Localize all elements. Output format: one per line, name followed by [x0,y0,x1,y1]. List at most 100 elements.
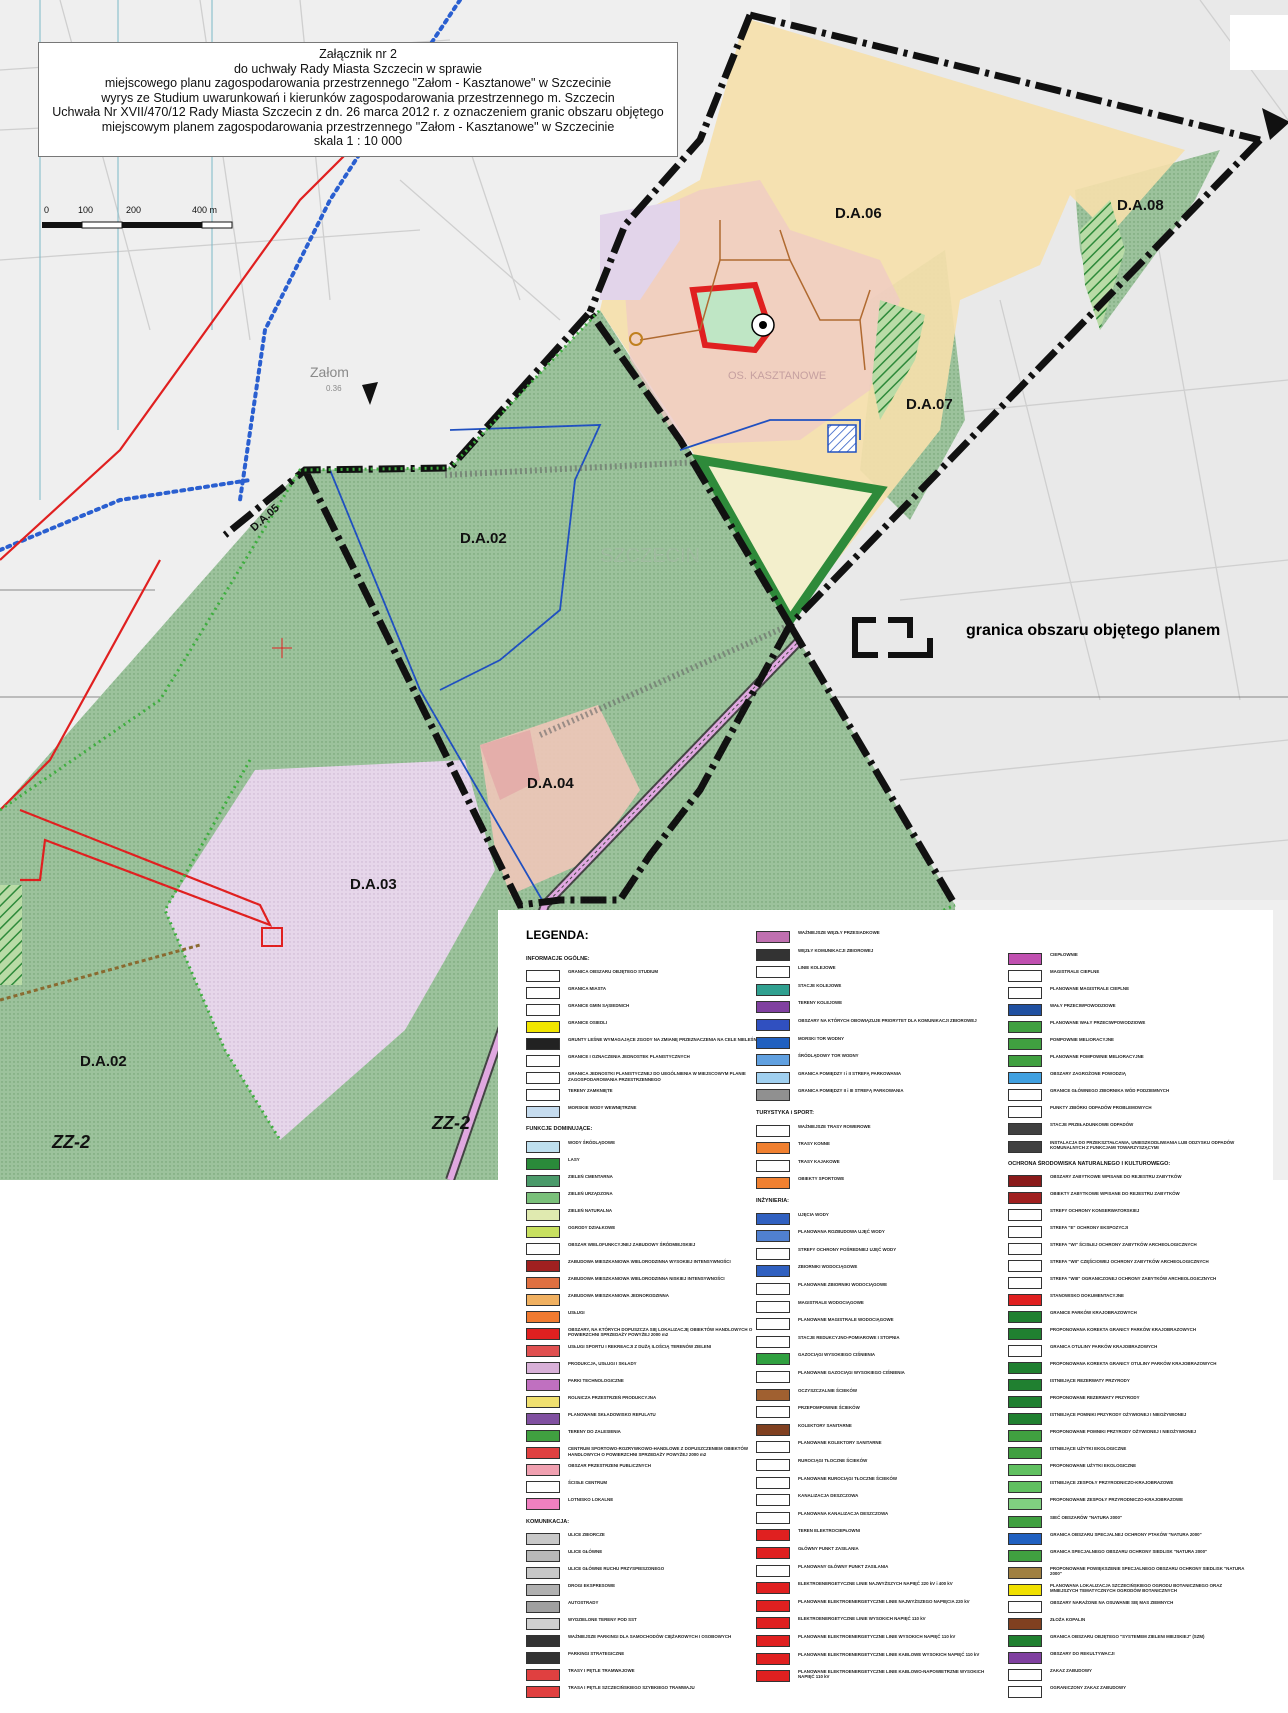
legend-label: ISTNIEJĄCE REZERWATY PRZYRODY [1050,1378,1130,1384]
legend-item: GRANICA OTULINY PARKÓW KRAJOBRAZOWYCH [1008,1344,1256,1360]
legend-swatch [1008,1174,1042,1187]
legend-label: OBSZARY ZAGROŻONE POWODZIĄ [1050,1071,1126,1077]
legend-label: CIEPŁOWNIE [1050,952,1078,957]
legend-item: PLANOWANA LOKALIZACJA SZCZECIŃSKIEGO OGR… [1008,1583,1256,1599]
legend-swatch [1008,1447,1042,1460]
legend-item: STACJE KOLEJOWE [756,983,1004,999]
legend-item: GRANICA OBSZARU SPECJALNEJ OCHRONY PTAKÓ… [1008,1532,1256,1548]
legend-label: STACJE KOLEJOWE [798,982,842,988]
legend-item: STREFA "E" OCHRONY EKSPOZYCJI [1008,1225,1256,1241]
legend-swatch [526,1021,560,1034]
legend-swatch [756,1247,790,1260]
legend-swatch [1008,1191,1042,1204]
legend-swatch [526,1430,560,1443]
legend-item: WYDZIELONE TERENY POD SST [526,1617,774,1633]
legend-item: KOLEKTORY SANITARNE [756,1423,1004,1439]
legend-label: ZAKAZ ZABUDOWY [1050,1667,1092,1673]
legend-label: MORSKI TOR WODNY [798,1035,845,1041]
legend-item: OBSZARY, NA KTÓRYCH DOPUSZCZA SIĘ LOKALI… [526,1327,774,1343]
legend-label: POMPOWNIE MELIORACYJNE [1050,1037,1114,1043]
legend-swatch [756,1318,790,1331]
legend-item: STREFY OCHRONY KONSERWATORSKIEJ [1008,1208,1256,1224]
legend-item: GRANICE GŁÓWNEGO ZBIORNIKA WÓD PODZIEMNY… [1008,1088,1256,1104]
legend-label: PLANOWANE MAGISTRALE WODOCIĄGOWE [798,1317,894,1323]
legend-swatch [756,948,790,961]
plan-boundary-north [586,13,754,314]
legend-swatch [756,1177,790,1190]
legend-swatch [526,1362,560,1375]
legend-item: OBSZARY ZAGROŻONE POWODZIĄ [1008,1071,1256,1087]
legend-item: STACJE PRZEŁADUNKOWE ODPADÓW [1008,1122,1256,1138]
legend-swatch [526,1532,560,1545]
legend-label: STREFY OCHRONY POŚREDNIEJ UJĘĆ WODY [798,1246,897,1252]
legend-section-heading: FUNKCJE DOMINUJĄCE: [526,1126,593,1133]
legend-label: PROPONOWANE REZERWATY PRZYRODY [1050,1395,1140,1401]
legend-item: WAŻNIEJSZE PARKINGI DLA SAMOCHODÓW CIĘŻA… [526,1634,774,1650]
legend-swatch [1008,987,1042,1000]
legend-label: OGRANICZONY ZAKAZ ZABUDOWY [1050,1684,1127,1690]
legend-label: UJĘCIA WODY [798,1211,829,1217]
legend-swatch [1008,1362,1042,1375]
legend-label: GRANICA SPECJALNEGO OBSZARU OCHRONY SIED… [1050,1548,1208,1554]
legend-item: ZABUDOWA MIESZKANIOWA JEDNORODZINNA [526,1293,774,1309]
zone-hatched-da08 [1080,200,1125,330]
legend-swatch [1008,1532,1042,1545]
legend-swatch [526,1634,560,1647]
legend-item: PLANOWANY GŁÓWNY PUNKT ZASILANIA [756,1564,1004,1580]
legend-item: PLANOWANE ELEKTROENERGETYCZNE LINIE KABL… [756,1652,1004,1668]
legend-label: ELEKTROENERGETYCZNE LINIE NAJWYŻSZYCH NA… [798,1581,953,1587]
legend-label: KOLEKTORY SANITARNE [798,1422,852,1428]
legend-label: LINIE KOLEJOWE [798,965,836,971]
legend-label: STACJE PRZEŁADUNKOWE ODPADÓW [1050,1122,1134,1128]
zone-da04-inner [480,730,540,800]
legend-item: WAŁY PRZECIWPOWODZIOWE [1008,1003,1256,1019]
legend-item: MAGISTRALE WODOCIĄGOWE [756,1300,1004,1316]
legend-swatch [756,1617,790,1630]
legend-item: CENTRUM SPORTOWO-ROZRYWKOWO-HANDLOWE Z D… [526,1446,774,1462]
legend-label: TRASY KAJAKOWE [798,1158,840,1164]
legend-item: GRANICE I OZNACZENIA JEDNOSTEK PLANISTYC… [526,1054,774,1070]
place-label-szczecin: SZCZECIN [600,545,700,567]
legend-label: INSTALACJA DO PRZEKSZTAŁCANIA, UNIESZKOD… [1050,1139,1235,1150]
legend-label: LASY [568,1156,580,1162]
legend-swatch [1008,1310,1042,1323]
legend-section-heading: OCHRONA ŚRODOWISKA NATURALNEGO I KULTURO… [1008,1160,1171,1167]
scale-tick-400: 400 m [192,205,218,215]
legend-item: KANALIZACJA DESZCZOWA [756,1493,1004,1509]
legend-swatch [1008,1259,1042,1272]
legend-label: GŁÓWNY PUNKT ZASILANIA [798,1546,859,1551]
legend-label: ZABUDOWA MIESZKANIOWA JEDNORODZINNA [568,1292,669,1298]
legend-label: STREFA "WI" ŚCISŁEJ OCHRONY ZABYTKÓW ARC… [1050,1241,1197,1247]
legend-item: AUTOSTRADY [526,1600,774,1616]
title-line-3: miejscowego planu zagospodarowania przes… [104,76,612,90]
legend-swatch [526,1191,560,1204]
legend-swatch [526,1600,560,1613]
legend-label: OBIEKTY ZABYTKOWE WPISANE DO REJESTRU ZA… [1050,1190,1180,1196]
legend-swatch [756,1019,790,1031]
legend-item: PLANOWANE WAŁY PRZECIWPOWODZIOWE [1008,1020,1256,1036]
legend-swatch [756,1406,790,1419]
legend-swatch [756,1265,790,1278]
legend-swatch [526,1447,560,1460]
legend-item: TEREN ELEKTROCIEPŁOWNI [756,1528,1004,1544]
legend-label: PLANOWANE ELEKTROENERGETYCZNE LINIE WYSO… [798,1634,956,1639]
legend-item: ISTNIEJĄCE REZERWATY PRZYRODY [1008,1378,1256,1394]
legend-swatch [1008,1123,1042,1136]
legend-item: PLANOWANE ZBIORNIKI WODOCIĄGOWE [756,1282,1004,1298]
legend-label: TRASA I PĘTLE SZCZECIŃSKIEGO SZYBKIEGO T… [568,1684,695,1690]
legend-label: STREFA "WIII" OGRANICZONEJ OCHRONY ZABYT… [1050,1275,1217,1281]
legend-item: ISTNIEJĄCE ZESPOŁY PRZYRODNICZO-KRAJOBRA… [1008,1480,1256,1496]
boundary-sample-icon [852,617,933,658]
zone-hatched-left [0,885,22,985]
legend-swatch [756,1036,790,1049]
zone-label-da02: D.A.02 [460,530,507,547]
legend-swatch [526,1055,560,1068]
legend-swatch [1008,1089,1042,1102]
legend-label: ULICE GŁÓWNE RUCHU PRZYSPIESZONEGO [568,1565,665,1571]
legend-label: PLANOWANE MAGISTRALE CIEPLNE [1050,986,1130,992]
legend-item: RUROCIĄGI TŁOCZNE ŚCIEKÓW [756,1458,1004,1474]
legend-label: STANOWISKO DOKUMENTACYJNE [1050,1292,1124,1298]
legend-item: STREFA "WIII" OGRANICZONEJ OCHRONY ZABYT… [1008,1276,1256,1292]
legend-swatch [1008,1481,1042,1494]
legend-item: ELEKTROENERGETYCZNE LINIE NAJWYŻSZYCH NA… [756,1581,1004,1597]
